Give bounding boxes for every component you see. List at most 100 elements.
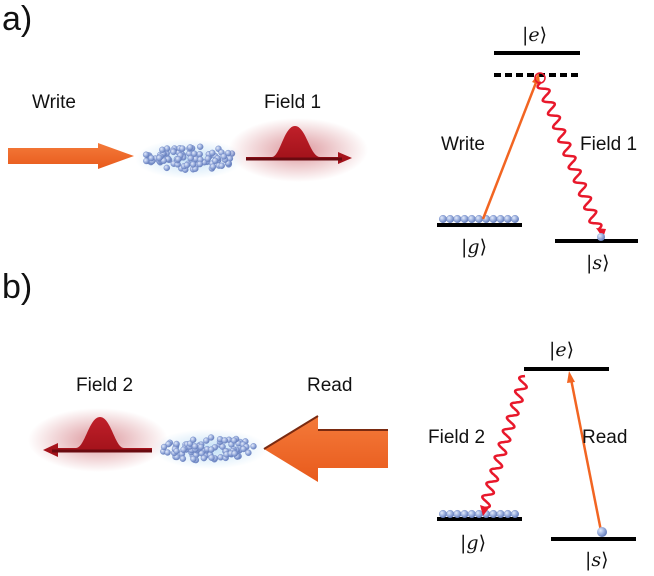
ket-g-symbol-b: g bbox=[466, 532, 478, 554]
ket-e: |e⟩ bbox=[522, 24, 547, 46]
cloud-atom bbox=[179, 145, 186, 152]
ground-atom bbox=[453, 510, 462, 519]
cloud-atom bbox=[173, 447, 180, 455]
ground-atom bbox=[467, 510, 476, 519]
ground-atom bbox=[503, 510, 512, 519]
ket-g: |g⟩ bbox=[461, 236, 487, 258]
field1-pulse bbox=[228, 118, 368, 182]
field1-transition-label: Field 1 bbox=[580, 134, 637, 155]
ket-g-b: |g⟩ bbox=[460, 532, 486, 554]
cloud-atom bbox=[143, 157, 150, 165]
field1-pulse-label: Field 1 bbox=[264, 92, 321, 113]
write-arrow bbox=[8, 143, 134, 169]
write-transition-label: Write bbox=[441, 134, 485, 155]
ground-atom bbox=[489, 214, 498, 223]
cloud-atom bbox=[250, 443, 257, 450]
field2-transition-label: Field 2 bbox=[428, 427, 485, 448]
ket-e-symbol: e bbox=[528, 24, 539, 46]
ground-atom bbox=[511, 214, 520, 223]
ground-atom bbox=[496, 510, 505, 519]
ground-atom bbox=[489, 510, 498, 519]
ground-atom bbox=[439, 214, 448, 223]
cloud-atom bbox=[160, 443, 168, 451]
virtual-state-marker bbox=[534, 72, 546, 84]
cloud-atom bbox=[203, 437, 210, 444]
field2-emission-arrowhead bbox=[480, 505, 489, 516]
cloud-atom bbox=[220, 153, 228, 160]
svg-text:|e⟩: |e⟩ bbox=[522, 24, 547, 46]
panel-b: b) Field 2 Read |e⟩ |g⟩ bbox=[2, 268, 636, 571]
cloud-atom bbox=[196, 160, 204, 168]
cloud-atom bbox=[159, 146, 166, 154]
cloud-atom bbox=[196, 150, 203, 158]
cloud-atom bbox=[189, 161, 197, 168]
cloud-atom bbox=[219, 443, 226, 450]
cloud-atom bbox=[163, 164, 171, 172]
ket-e-symbol-b: e bbox=[555, 339, 566, 361]
ket-g-symbol: g bbox=[467, 236, 479, 258]
cloud-atom bbox=[189, 436, 197, 443]
cloud-atom bbox=[245, 449, 252, 456]
svg-text:|e⟩: |e⟩ bbox=[549, 339, 574, 361]
field2-wavy-emission bbox=[481, 374, 528, 510]
ground-atom bbox=[446, 214, 455, 223]
cloud-atom bbox=[221, 437, 229, 444]
read-transition-arrow bbox=[567, 371, 603, 532]
cloud-atom bbox=[148, 154, 155, 162]
storage-atom bbox=[597, 233, 605, 241]
atomic-ensemble bbox=[135, 139, 245, 179]
cloud-atom bbox=[208, 454, 215, 461]
svg-text:|s⟩: |s⟩ bbox=[585, 549, 609, 571]
ground-atom bbox=[475, 214, 484, 223]
ground-atom bbox=[467, 214, 476, 223]
panel-a: a) Write Field 1 |e⟩ |g⟩ |s⟩ bbox=[2, 0, 638, 274]
cloud-atom bbox=[240, 445, 247, 453]
ground-atom bbox=[496, 214, 505, 223]
cloud-atom bbox=[200, 454, 208, 462]
read-arrow-label: Read bbox=[307, 375, 352, 396]
ket-s-b: |s⟩ bbox=[585, 549, 609, 571]
ground-atom bbox=[503, 214, 512, 223]
ground-atom bbox=[453, 214, 462, 223]
cloud-atom bbox=[231, 450, 238, 457]
cloud-atom bbox=[142, 151, 150, 158]
cloud-atom bbox=[211, 157, 219, 165]
cloud-atom bbox=[174, 155, 182, 163]
panel-a-label: a) bbox=[2, 0, 32, 38]
ground-atom bbox=[439, 510, 448, 519]
ground-state-atoms-b bbox=[439, 510, 520, 519]
svg-text:|s⟩: |s⟩ bbox=[586, 252, 610, 274]
field2-pulse bbox=[28, 408, 168, 472]
ket-s-symbol-b: s bbox=[591, 549, 601, 571]
field2-pulse-label: Field 2 bbox=[76, 375, 133, 396]
ket-s-symbol: s bbox=[592, 252, 602, 274]
ground-atom bbox=[446, 510, 455, 519]
ground-atom bbox=[460, 510, 469, 519]
cloud-atom bbox=[196, 143, 204, 151]
ground-atom bbox=[475, 510, 484, 519]
cloud-atom bbox=[207, 434, 215, 441]
svg-text:|g⟩: |g⟩ bbox=[461, 236, 487, 258]
svg-text:|g⟩: |g⟩ bbox=[460, 532, 486, 554]
cloud-atom bbox=[186, 144, 194, 151]
read-arrow bbox=[263, 415, 388, 482]
write-transition-arrow bbox=[481, 73, 540, 220]
cloud-atom bbox=[165, 440, 172, 448]
ground-state-atoms bbox=[439, 214, 520, 223]
cloud-atom bbox=[179, 455, 187, 462]
cloud-atom bbox=[209, 149, 216, 157]
cloud-atom bbox=[230, 437, 238, 444]
ket-s: |s⟩ bbox=[586, 252, 610, 274]
storage-atom-b bbox=[597, 527, 607, 537]
panel-b-label: b) bbox=[2, 268, 32, 306]
cloud-atom bbox=[208, 446, 215, 453]
cloud-atom bbox=[183, 161, 191, 169]
cloud-atom bbox=[170, 148, 177, 156]
ground-atom bbox=[460, 214, 469, 223]
read-transition-label: Read bbox=[582, 427, 627, 448]
cloud-atom bbox=[187, 155, 194, 162]
cloud-atom bbox=[204, 155, 212, 162]
cloud-atom bbox=[191, 150, 198, 157]
ground-atom bbox=[511, 510, 520, 519]
